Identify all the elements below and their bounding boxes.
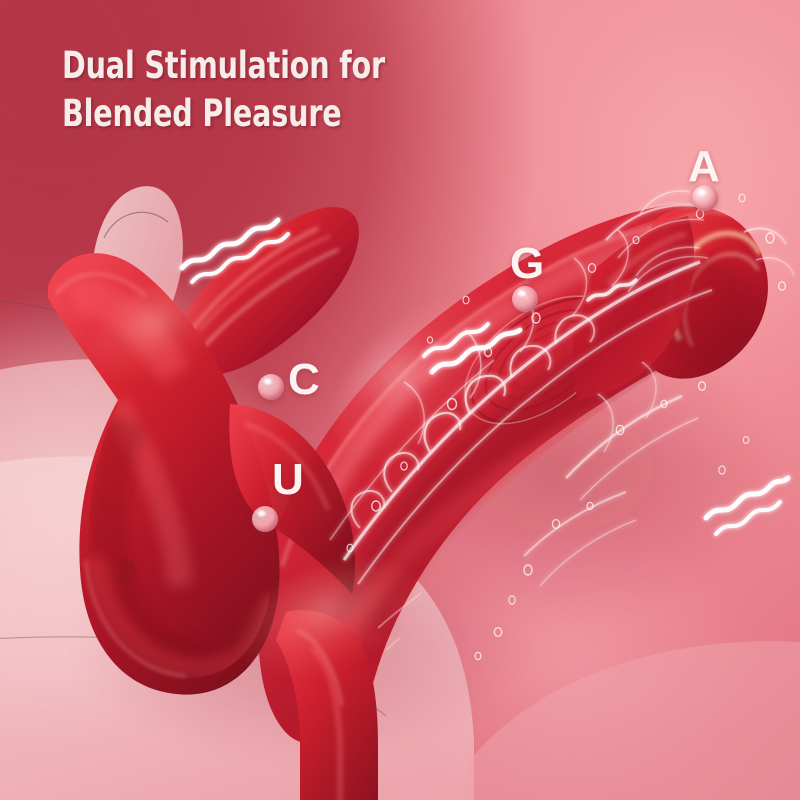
c-spot-letter: C [288,355,320,404]
c-spot-bead [258,374,284,400]
g-spot-letter: G [510,239,545,288]
a-spot-bead [692,185,718,211]
product-joint [229,404,356,594]
headline: Dual Stimulation for Blended Pleasure [62,42,492,138]
u-spot-letter: U [272,455,304,504]
g-spot-bead [512,286,538,312]
headline-line-2: Blended Pleasure [62,92,342,135]
a-spot-letter: A [688,142,720,191]
headline-line-1: Dual Stimulation for [62,44,385,87]
u-spot-bead [252,506,278,532]
